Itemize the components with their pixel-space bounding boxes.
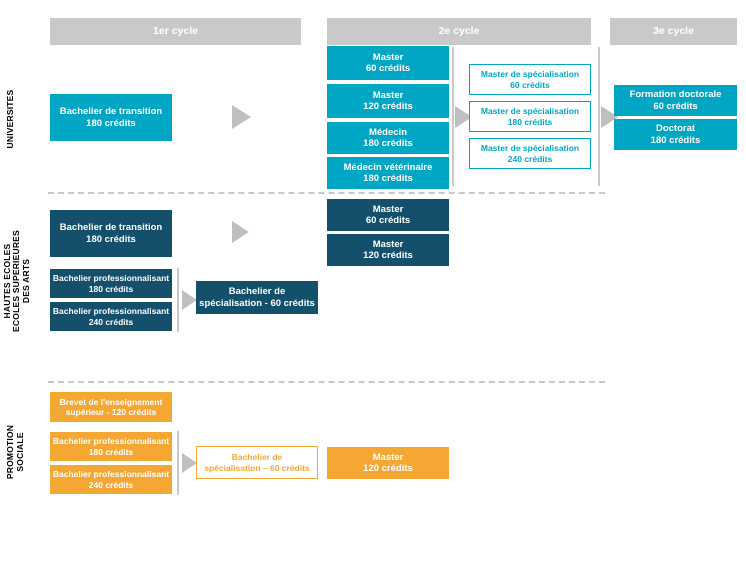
node-master-60-universites[interactable]: Master 60 crédits: [327, 46, 449, 80]
row-label-hautes-ecoles: HAUTES ECOLES ECOLES SUPERIEURES DES ART…: [1, 230, 31, 332]
column-header-1er-cycle: 1er cycle: [50, 18, 301, 45]
node-master-de-specialisation-180-universites[interactable]: Master de spécialisation 180 crédits: [469, 101, 591, 132]
column-header-3e-cycle: 3e cycle: [610, 18, 737, 45]
row-label-universites: UNIVERSITES: [5, 89, 16, 149]
node-bachelier-de-transition-hautes-ecoles[interactable]: Bachelier de transition 180 crédits: [50, 210, 172, 257]
node-master-de-specialisation-240-universites[interactable]: Master de spécialisation 240 crédits: [469, 138, 591, 169]
arrow-right-universites-cycle2-to-cycle3: [601, 106, 618, 128]
node-doctorat-180[interactable]: Doctorat 180 crédits: [614, 119, 737, 150]
arrow-right-promotion-sociale-bachelier-to-specialisation: [182, 453, 197, 473]
section-separator-2: [48, 381, 605, 383]
node-bachelier-de-specialisation-60-promotion-sociale[interactable]: Bachelier de spécialisation – 60 crédits: [196, 446, 318, 479]
separator-promotion-sociale: [177, 431, 179, 495]
row-label-promotion-sociale: PROMOTION SOCIALE: [5, 424, 25, 480]
separator-universites-inner-left: [452, 47, 454, 186]
node-master-de-specialisation-60-universites[interactable]: Master de spécialisation 60 crédits: [469, 64, 591, 95]
node-bachelier-de-specialisation-60-hautes-ecoles[interactable]: Bachelier de spécialisation - 60 crédits: [196, 281, 318, 314]
separator-universites-inner-right: [598, 47, 600, 186]
arrow-right-universites-cycle1-to-cycle2: [232, 105, 251, 129]
node-master-120-promotion-sociale[interactable]: Master 120 crédits: [327, 447, 449, 479]
section-separator-1: [48, 192, 605, 194]
node-medecin-180-universites[interactable]: Médecin 180 crédits: [327, 122, 449, 154]
node-bachelier-de-transition-universites[interactable]: Bachelier de transition 180 crédits: [50, 94, 172, 141]
node-formation-doctorale-60[interactable]: Formation doctorale 60 crédits: [614, 85, 737, 116]
node-bachelier-professionnalisant-180-promotion-sociale[interactable]: Bachelier professionnalisant 180 crédits: [50, 432, 172, 461]
arrow-right-hautes-ecoles-bachelier-to-specialisation: [182, 290, 197, 310]
node-bachelier-professionnalisant-180-hautes-ecoles[interactable]: Bachelier professionnalisant 180 crédits: [50, 269, 172, 298]
arrow-right-universites-master-to-specialisation: [455, 106, 472, 128]
node-master-120-hautes-ecoles[interactable]: Master 120 crédits: [327, 234, 449, 266]
node-master-120-universites[interactable]: Master 120 crédits: [327, 84, 449, 118]
node-medecin-veterinaire-180-universites[interactable]: Médecin vétérinaire 180 crédits: [327, 157, 449, 189]
node-brevet-enseignement-superieur-120[interactable]: Brevet de l'enseignement supérieur - 120…: [50, 392, 172, 422]
node-bachelier-professionnalisant-240-promotion-sociale[interactable]: Bachelier professionnalisant 240 crédits: [50, 465, 172, 494]
arrow-right-hautes-ecoles-cycle1-to-cycle2: [232, 221, 249, 243]
node-bachelier-professionnalisant-240-hautes-ecoles[interactable]: Bachelier professionnalisant 240 crédits: [50, 302, 172, 331]
column-header-2e-cycle: 2e cycle: [327, 18, 591, 45]
separator-hautes-ecoles: [177, 268, 179, 332]
node-master-60-hautes-ecoles[interactable]: Master 60 crédits: [327, 199, 449, 231]
